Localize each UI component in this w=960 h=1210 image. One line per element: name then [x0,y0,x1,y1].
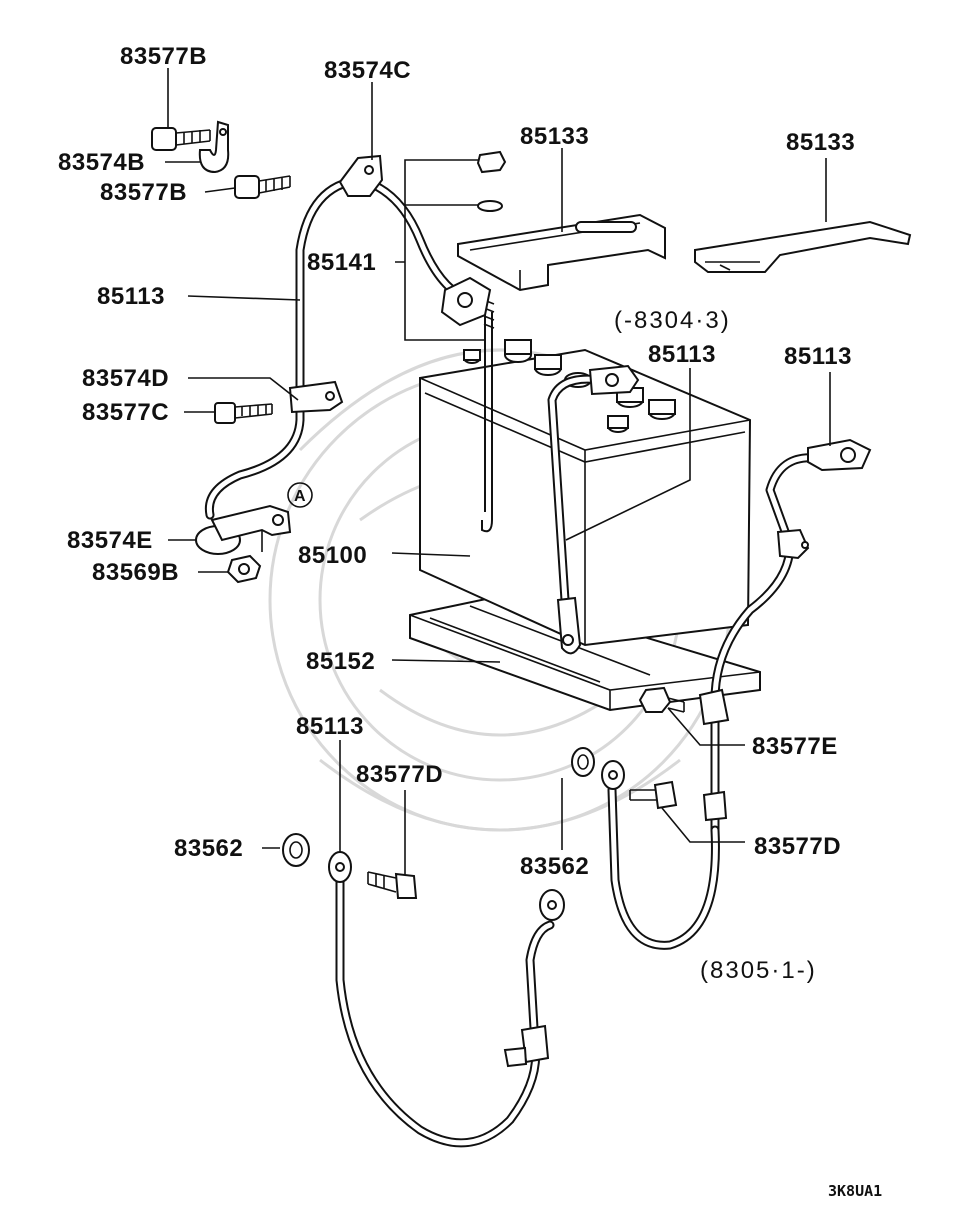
clip-83574D [288,380,344,414]
label-85113-bottom: 85113 [296,713,364,740]
bolt-83577C [214,402,273,424]
label-83574d: 83574D [82,365,169,392]
label-85100: 85100 [298,542,367,569]
ref-marker-a: A [287,482,313,508]
label-83577b-lower: 83577B [100,179,187,206]
label-85133-left: 85133 [520,123,589,150]
ref-marker-a-text: A [294,488,306,505]
date-note-before: (-8304·3) [614,307,731,334]
label-85113-right: 85113 [784,343,852,370]
label-83574b: 83574B [58,149,145,176]
label-85113-short: 85113 [648,341,716,368]
label-85133-right: 85133 [786,129,855,156]
label-85141: 85141 [307,249,376,276]
clip-83574C [338,154,384,197]
bolt-83577E [638,686,685,713]
nut-and-washer [476,150,507,212]
battery-tray [409,593,761,712]
date-note-after: (8305·1-) [700,957,817,984]
nut-83569B [226,554,262,584]
battery-clamp-bracket-right [694,220,912,273]
label-85152: 85152 [306,648,375,675]
bolt-83577D-left [367,871,418,899]
label-83577d-left: 83577D [356,761,443,788]
cable-85113-bottom [328,851,565,1148]
battery-85100 [409,339,761,712]
cable-85113-short [547,364,640,655]
label-83577c: 83577C [82,399,169,426]
cable-85113-left [204,175,492,520]
label-83574e: 83574E [67,527,153,554]
washer-83562-right [571,747,595,777]
diagram-code: 3K8UA1 [828,1182,882,1200]
label-83577e: 83577E [752,733,838,760]
cable-85113-right [601,438,872,950]
leader-lines [165,68,831,875]
label-85113-left: 85113 [97,283,165,310]
part-labels: 83577B 83574C 85133 85133 83574B 83577B … [58,43,882,1200]
bolt-83577B-top [151,127,211,151]
bolt-83577B-lower [234,175,291,199]
label-83574c: 83574C [324,57,411,84]
bolt-83577D-right [629,780,678,810]
label-83577d-right: 83577D [754,833,841,860]
label-83569b: 83569B [92,559,179,586]
battery-clamp-bracket-left [457,213,666,292]
washer-83562-left [282,833,310,867]
hold-down-rod [481,299,495,533]
label-83562-left: 83562 [174,835,243,862]
label-83562-right: 83562 [520,853,589,880]
label-83577b-top: 83577B [120,43,207,70]
clip-83574B [198,120,230,174]
